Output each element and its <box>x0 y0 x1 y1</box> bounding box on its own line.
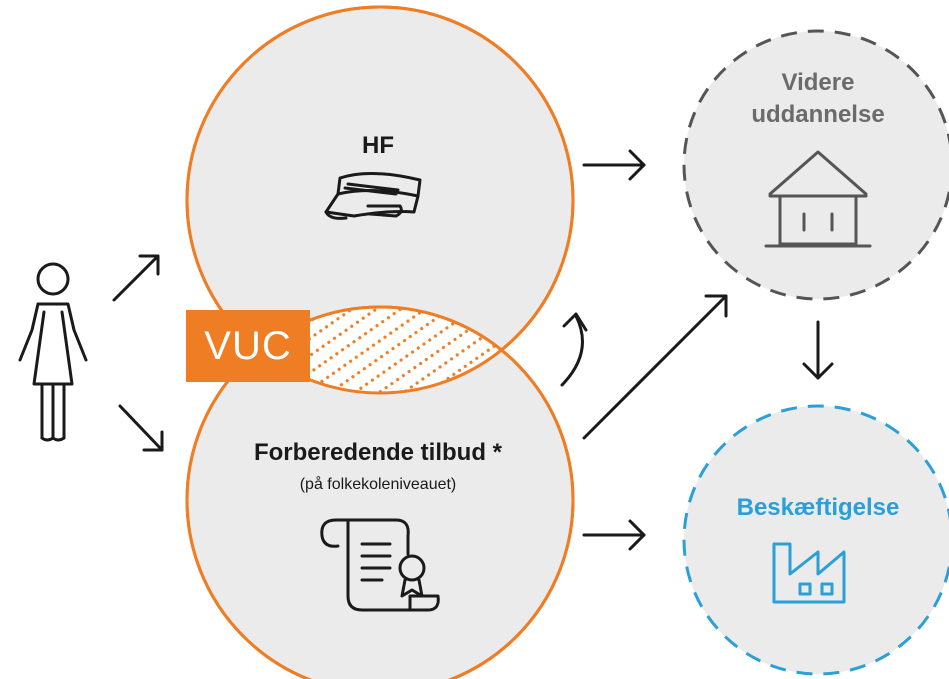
videre-label-line1: Videre <box>782 69 855 96</box>
hf-label: HF <box>362 132 394 159</box>
arrow-forberedende-to-videre <box>582 294 728 440</box>
arrows <box>112 149 834 551</box>
vuc-badge-box <box>186 310 310 382</box>
arrow-person-to-hf <box>112 254 160 302</box>
certificate-scroll-icon <box>320 518 440 612</box>
videre-label-line2: uddannelse <box>751 101 884 128</box>
arrow-forberedende-to-hf <box>560 314 584 387</box>
factory-icon <box>772 542 846 604</box>
forberedende-sublabel: (på folkekoleniveauet) <box>300 475 457 493</box>
vuc-badge-label: VUC <box>204 323 292 368</box>
arrow-person-to-forberedende <box>118 404 164 452</box>
videre-circle <box>682 29 949 301</box>
beskaeftigelse-circle <box>682 404 949 676</box>
beskaeftigelse-label: Beskæftigelse <box>737 494 900 521</box>
student-cap-icon <box>324 172 422 220</box>
woman-person-icon <box>18 262 88 442</box>
house-icon <box>764 150 872 248</box>
forberedende-label: Forberedende tilbud * <box>254 439 503 466</box>
